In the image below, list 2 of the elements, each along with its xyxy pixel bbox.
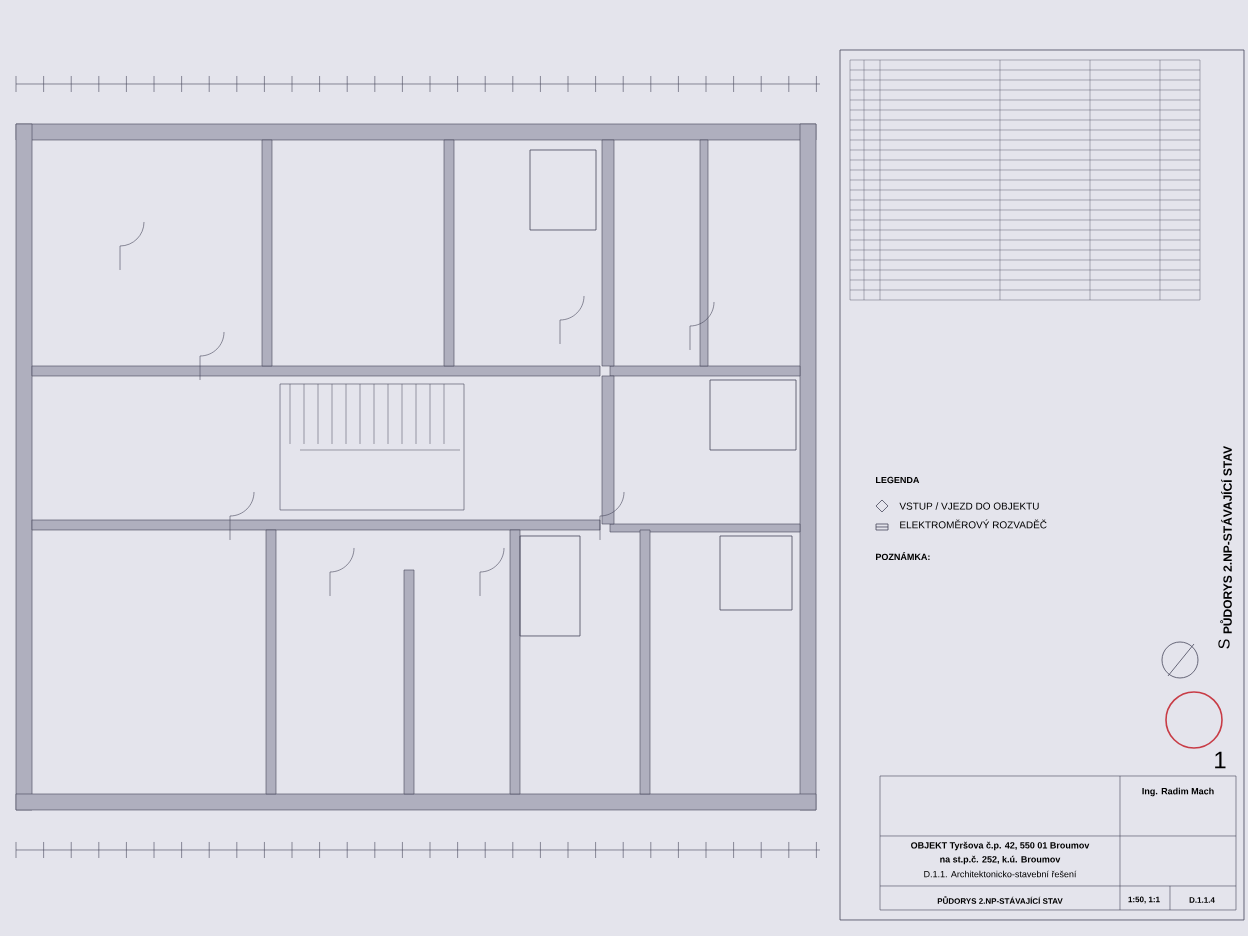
sheet-number: 1	[1215, 751, 1226, 769]
north-symbol: S	[1218, 639, 1230, 649]
